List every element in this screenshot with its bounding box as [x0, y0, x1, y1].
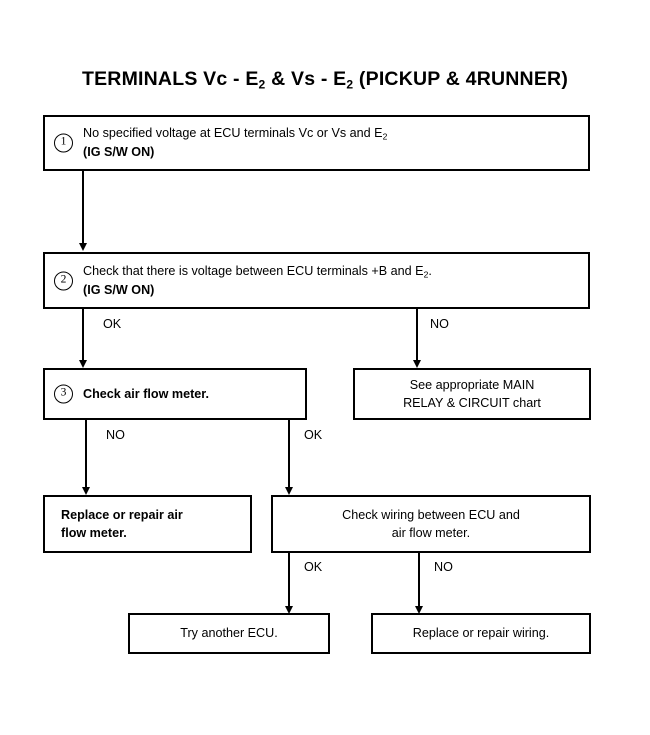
node-step-1-line-1-text: No specified voltage at ECU terminals Vc…	[83, 126, 383, 141]
node-step-2: 2 Check that there is voltage between EC…	[43, 252, 590, 309]
node-main-relay-line-1: See appropriate MAIN	[409, 377, 535, 392]
node-step-3-line-1: Check air flow meter.	[83, 386, 209, 401]
page-title-suffix: (PICKUP & 4RUNNER)	[353, 68, 569, 90]
branch-label-step2-ok: OK	[103, 317, 122, 331]
node-main-relay-reference: See appropriate MAIN RELAY & CIRCUIT cha…	[353, 368, 591, 420]
arrowhead-step2-no	[412, 360, 421, 368]
node-step-3: 3 Check air flow meter.	[43, 368, 307, 420]
node-try-another-ecu: Try another ECU.	[128, 613, 330, 654]
node-step-2-line-1-period: .	[428, 263, 432, 278]
page-title-sub-1: 2	[258, 77, 266, 92]
page-title-middle: & Vs - E	[265, 68, 347, 90]
node-step-1-line-1-sub: 2	[382, 131, 388, 142]
node-step-1: 1 No specified voltage at ECU terminals …	[43, 115, 590, 171]
branch-label-wiring-no: NO	[434, 560, 453, 574]
node-check-wiring-line-2: air flow meter.	[391, 526, 471, 540]
connector-step3-no	[85, 420, 87, 488]
node-check-wiring-line-1: Check wiring between ECU and	[342, 507, 520, 522]
step-number-2: 2	[54, 271, 73, 290]
node-replace-afm-line-2: flow meter.	[61, 526, 127, 540]
node-step-1-line-1: No specified voltage at ECU terminals Vc…	[83, 124, 588, 143]
node-try-another-ecu-line-1: Try another ECU.	[180, 626, 278, 641]
node-replace-afm-line-1: Replace or repair air	[61, 507, 183, 522]
branch-label-step3-no: NO	[106, 428, 125, 442]
connector-wiring-no	[418, 553, 420, 607]
branch-label-wiring-ok: OK	[304, 560, 323, 574]
arrowhead-step3-ok	[284, 487, 293, 495]
node-replace-air-flow-meter: Replace or repair air flow meter.	[43, 495, 252, 553]
node-check-wiring-body: Check wiring between ECU and air flow me…	[273, 497, 589, 551]
connector-step1-to-step2	[82, 171, 84, 244]
arrowhead-step2-ok	[78, 360, 87, 368]
connector-step3-ok	[288, 420, 290, 488]
node-step-1-body: No specified voltage at ECU terminals Vc…	[45, 117, 588, 169]
node-check-wiring: Check wiring between ECU and air flow me…	[271, 495, 591, 553]
node-replace-air-flow-meter-body: Replace or repair air flow meter.	[45, 497, 250, 551]
connector-wiring-ok	[288, 553, 290, 607]
connector-step2-no	[416, 309, 418, 361]
page-title-sub-2: 2	[346, 77, 354, 92]
node-try-another-ecu-body: Try another ECU.	[130, 615, 328, 652]
arrowhead-wiring-no	[414, 606, 423, 614]
branch-label-step3-ok: OK	[304, 428, 323, 442]
node-step-3-body: Check air flow meter.	[45, 370, 305, 418]
step-number-3: 3	[54, 384, 73, 404]
node-replace-wiring-body: Replace or repair wiring.	[373, 615, 589, 652]
node-step-2-line-2: (IG S/W ON)	[83, 282, 155, 297]
page-title: TERMINALS Vc - E2 & Vs - E2 (PICKUP & 4R…	[0, 68, 650, 91]
step-number-1: 1	[54, 133, 73, 153]
page-title-prefix: TERMINALS Vc - E	[81, 68, 259, 90]
branch-label-step2-no: NO	[430, 317, 449, 331]
node-step-2-line-1: Check that there is voltage between ECU …	[83, 262, 588, 281]
node-main-relay-reference-body: See appropriate MAIN RELAY & CIRCUIT cha…	[355, 370, 589, 418]
arrowhead-step3-no	[81, 487, 90, 495]
node-step-2-body: Check that there is voltage between ECU …	[45, 254, 588, 307]
node-main-relay-line-2: RELAY & CIRCUIT chart	[403, 396, 541, 410]
node-step-2-line-1-text: Check that there is voltage between ECU …	[83, 263, 424, 278]
node-replace-wiring: Replace or repair wiring.	[371, 613, 591, 654]
node-step-1-line-2: (IG S/W ON)	[83, 145, 155, 160]
arrowhead-wiring-ok	[284, 606, 293, 614]
arrowhead-step1-to-step2	[78, 243, 87, 251]
node-step-2-line-1-sub: 2	[423, 269, 429, 280]
connector-step2-ok	[82, 309, 84, 361]
node-replace-wiring-line-1: Replace or repair wiring.	[412, 626, 550, 641]
